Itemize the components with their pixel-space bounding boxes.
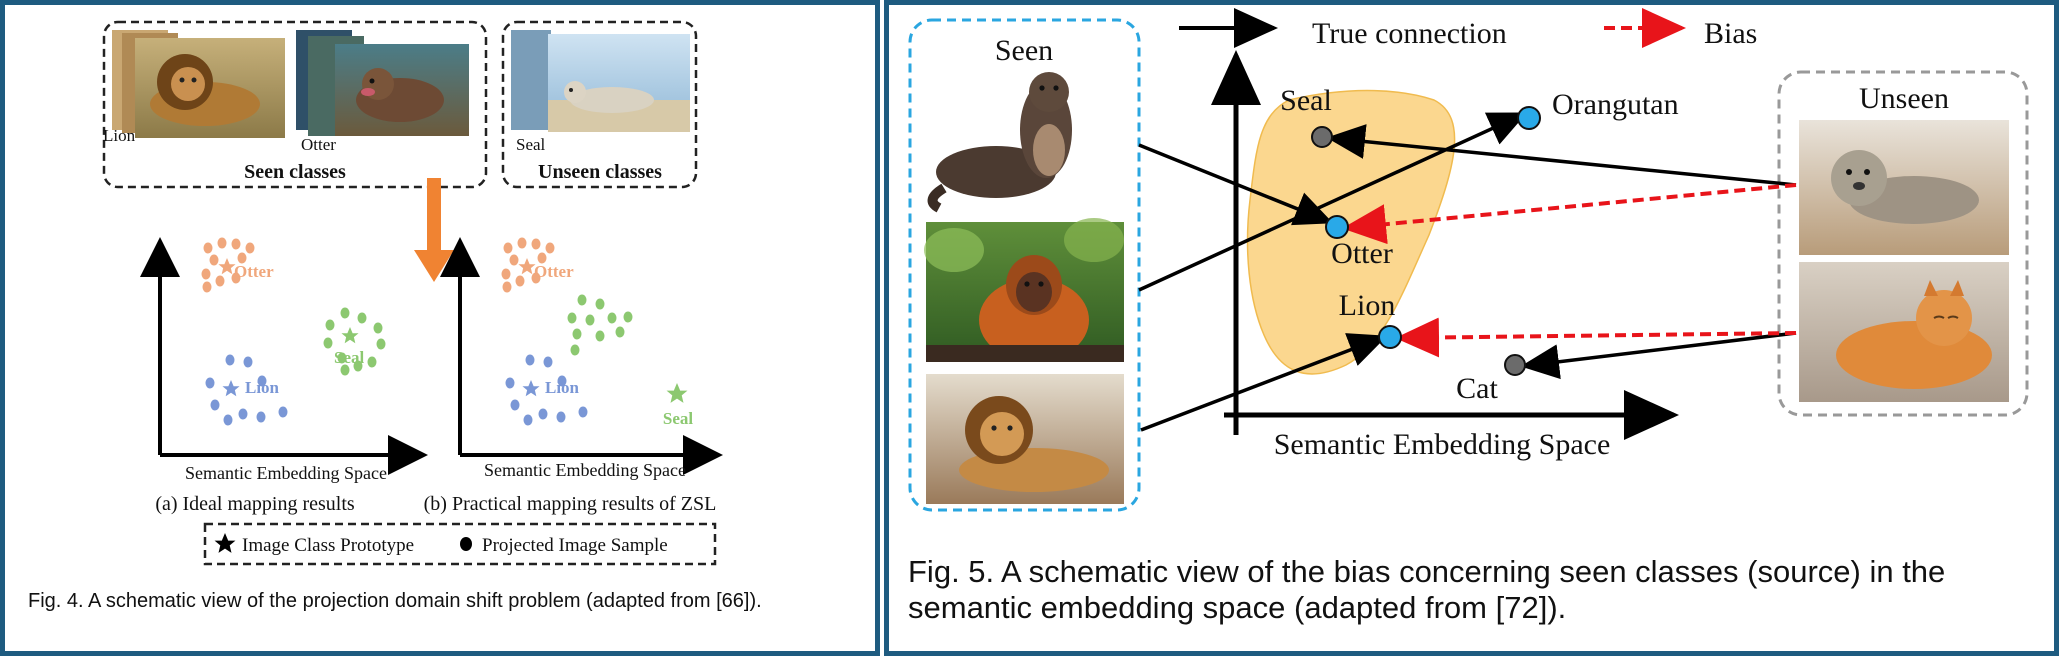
seal-photo bbox=[548, 34, 690, 132]
panel-b-lion-label: Lion bbox=[545, 378, 580, 397]
lion-prototype-star bbox=[222, 380, 240, 397]
legend-bias-label: Bias bbox=[1704, 17, 1757, 50]
node-cat-label: Cat bbox=[1456, 372, 1498, 405]
lion-photo-label: Lion bbox=[103, 126, 136, 145]
unseen-classes-box bbox=[501, 20, 698, 189]
panel-a-lion-label: Lion bbox=[245, 378, 280, 397]
panel-b-seal-prototype-star bbox=[666, 383, 688, 403]
panel-b-axis-label: Semantic Embedding Space bbox=[484, 460, 686, 480]
seen-region-blob bbox=[1246, 89, 1456, 375]
panel-b-otter-label: Otter bbox=[534, 262, 574, 281]
arrow-orangutan-to-orangutan-node bbox=[1138, 112, 1528, 292]
otter-photo bbox=[335, 44, 469, 136]
otter-prototype-star bbox=[518, 258, 536, 275]
panel-b-seal-samples bbox=[567, 294, 633, 356]
node-orangutan bbox=[1517, 106, 1541, 130]
node-otter-label: Otter bbox=[1331, 237, 1393, 270]
panel-a-subcaption: (a) Ideal mapping results bbox=[155, 493, 355, 515]
fig5-caption: Fig. 5. A schematic view of the bias con… bbox=[908, 554, 1946, 625]
otter-prototype-star bbox=[218, 258, 236, 275]
panel-a-otter-label: Otter bbox=[234, 262, 274, 281]
panel-a-axes bbox=[140, 237, 428, 475]
arrow-lion-to-lion-node bbox=[1140, 333, 1388, 432]
lion-photo bbox=[135, 38, 285, 138]
seen-box bbox=[908, 18, 1141, 512]
bias-arrow-seal-to-otter bbox=[1342, 183, 1797, 245]
node-seal bbox=[1311, 126, 1333, 148]
node-orangutan-label: Orangutan bbox=[1552, 88, 1679, 121]
legend-true-connection-label: True connection bbox=[1312, 17, 1507, 50]
panel-b-seal-label: Seal bbox=[663, 409, 694, 428]
otter-photo-label: Otter bbox=[301, 135, 336, 154]
node-lion bbox=[1378, 325, 1402, 349]
panel-b-axes bbox=[440, 237, 723, 475]
node-cat bbox=[1504, 354, 1526, 376]
seal-photo-label: Seal bbox=[516, 135, 546, 154]
unseen-classes-title: Unseen classes bbox=[538, 161, 662, 183]
arrow-cat-image-to-cat-node bbox=[1520, 331, 1797, 380]
seal-image bbox=[1799, 120, 2009, 255]
lion-prototype-star bbox=[522, 380, 540, 397]
arrow-seal-image-to-seal-node bbox=[1326, 124, 1797, 187]
fig4-legend-box bbox=[203, 522, 717, 566]
legend-dot-icon bbox=[460, 537, 472, 551]
panel-a-seal-cluster bbox=[323, 307, 386, 376]
panel-a-axis-label: Semantic Embedding Space bbox=[185, 463, 387, 483]
cat-image bbox=[1799, 262, 2009, 402]
seen-classes-box bbox=[102, 20, 488, 189]
node-otter bbox=[1325, 215, 1349, 239]
arrow-otter-to-otter-node bbox=[1138, 143, 1334, 226]
otter-image bbox=[926, 72, 1124, 213]
legend-prototype-label: Image Class Prototype bbox=[242, 535, 414, 556]
seen-title: Seen bbox=[995, 34, 1053, 67]
node-lion-label: Lion bbox=[1339, 289, 1396, 322]
fig4-caption: Fig. 4. A schematic view of the projecti… bbox=[28, 590, 762, 612]
lion-image bbox=[926, 374, 1124, 504]
fig5-axis-label: Semantic Embedding Space bbox=[1274, 428, 1611, 461]
panel-a-seal-label: Seal bbox=[334, 348, 365, 367]
legend-sample-label: Projected Image Sample bbox=[482, 535, 668, 556]
fig4-illustration: Lion Otter Seen classes Seal Unseen clas… bbox=[102, 20, 723, 566]
orangutan-image bbox=[924, 218, 1124, 362]
seal-prototype-star bbox=[341, 327, 359, 344]
legend-star-icon bbox=[214, 533, 236, 553]
panel-b-lion-cluster bbox=[505, 354, 588, 426]
unseen-title: Unseen bbox=[1859, 82, 1949, 115]
panel-b-subcaption: (b) Practical mapping results of ZSL bbox=[424, 493, 717, 515]
panel-b-otter-cluster bbox=[501, 237, 555, 293]
seen-classes-title: Seen classes bbox=[244, 161, 346, 183]
node-seal-label: Seal bbox=[1280, 84, 1332, 117]
bias-arrow-cat-to-lion bbox=[1395, 317, 1797, 358]
transition-arrow bbox=[414, 178, 454, 282]
panel-a-otter-cluster bbox=[201, 237, 255, 293]
fig5-illustration: True connection Bias Seen bbox=[908, 8, 2029, 512]
panel-a-lion-cluster bbox=[205, 354, 288, 426]
